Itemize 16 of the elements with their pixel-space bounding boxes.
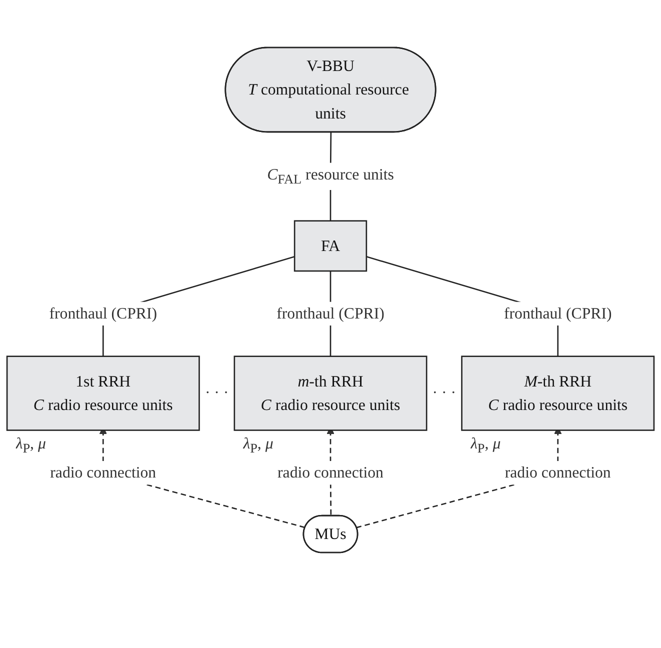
node-box: 1st RRH C radio resource units [6,356,200,431]
math-label: λ$_{P}$, μ [470,434,501,452]
edge-label: fronthaul (CPRI) [504,304,612,322]
edge-label: radio connection [504,464,611,482]
node-box: FA [294,220,368,272]
math-label: λ$_{P}$, μ [16,434,46,452]
edge-label: C$_{FAL}$ resource units [267,165,394,187]
edge-label: fronthaul (CPRI) [49,304,158,322]
edge-label: fronthaul (CPRI) [276,304,384,322]
ellipsis-text: · · · [204,384,229,402]
edge-label: radio connection [278,464,384,482]
node-box: M-th RRH C radio resource units [461,356,655,431]
node-box: m-th RRH C radio resource units [234,356,428,431]
edge-label: radio connection [50,464,156,482]
math-label: λ$_{P}$, μ [243,434,274,452]
ellipsis-text: · · · [432,384,456,402]
